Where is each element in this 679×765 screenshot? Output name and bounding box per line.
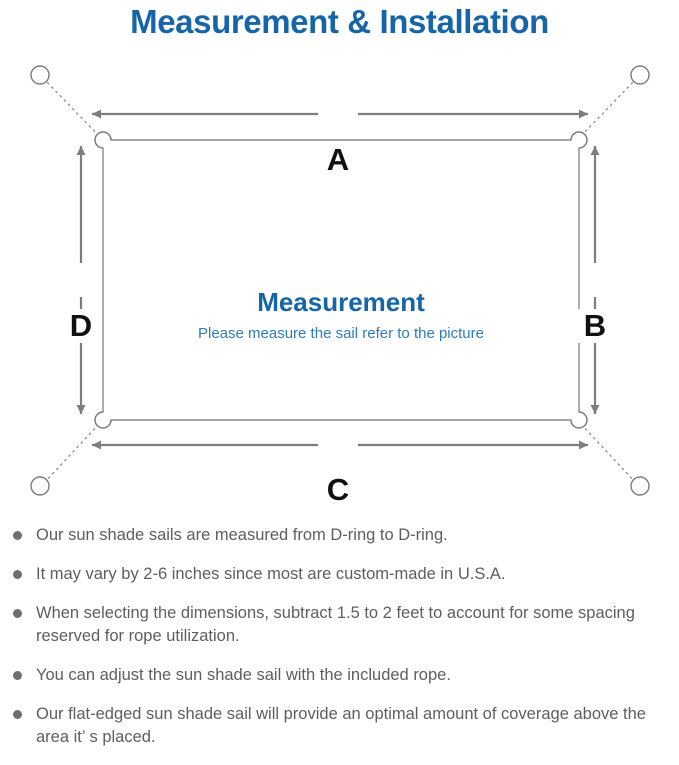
note-item: Our sun shade sails are measured from D-…: [0, 524, 679, 547]
note-item: When selecting the dimensions, subtract …: [0, 602, 679, 648]
bullet-icon: [13, 570, 22, 579]
note-text: When selecting the dimensions, subtract …: [36, 604, 635, 645]
dimension-label-b: B: [578, 309, 612, 343]
note-item: You can adjust the sun shade sail with t…: [0, 664, 679, 687]
sail-inner-caption: Measurement Please measure the sail refe…: [103, 286, 579, 344]
tether-top-left: [43, 78, 100, 137]
anchor-circle-top-right: [630, 65, 650, 85]
bullet-icon: [13, 531, 22, 540]
anchor-circle-top-left: [30, 65, 50, 85]
anchor-circle-bottom-left: [30, 476, 50, 496]
d-ring-bottom-right: [570, 411, 588, 429]
note-item: Our flat-edged sun shade sail will provi…: [0, 703, 679, 749]
bullet-icon: [13, 609, 22, 618]
anchor-circle-bottom-right: [630, 476, 650, 496]
note-text: It may vary by 2-6 inches since most are…: [36, 565, 506, 583]
tether-bottom-right: [580, 423, 637, 484]
anchor-circles: [30, 65, 650, 496]
sail-inner-subtitle: Please measure the sail refer to the pic…: [198, 325, 484, 342]
dimension-label-c: C: [318, 473, 358, 507]
sail-diagram: A B C D Measurement Please measure the s…: [0, 46, 679, 516]
dimension-label-a: A: [318, 143, 358, 177]
tether-bottom-left: [43, 423, 100, 484]
d-ring-top-left: [94, 131, 112, 149]
sail-inner-heading: Measurement: [257, 287, 425, 317]
note-text: Our sun shade sails are measured from D-…: [36, 526, 448, 544]
page-root: Measurement & Installation: [0, 3, 679, 746]
tether-lines: [43, 78, 637, 484]
tether-top-right: [580, 78, 637, 137]
note-text: Our flat-edged sun shade sail will provi…: [36, 705, 646, 746]
note-text: You can adjust the sun shade sail with t…: [36, 666, 451, 684]
d-rings: [94, 131, 588, 429]
page-title: Measurement & Installation: [130, 3, 549, 40]
note-item: It may vary by 2-6 inches since most are…: [0, 563, 679, 586]
dimension-label-d: D: [64, 309, 98, 343]
d-ring-top-right: [570, 131, 588, 149]
bullet-icon: [13, 671, 22, 680]
notes-list: Our sun shade sails are measured from D-…: [0, 524, 679, 765]
bullet-icon: [13, 710, 22, 719]
d-ring-bottom-left: [94, 411, 112, 429]
sail-body: [102, 139, 580, 421]
